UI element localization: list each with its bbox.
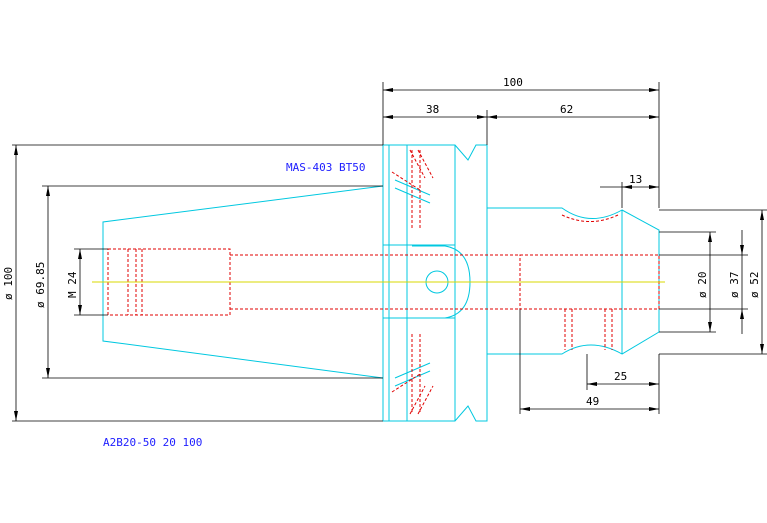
dim-dia-37: ø 37 bbox=[728, 272, 741, 299]
dim-pocket-length: 25 bbox=[614, 370, 627, 383]
part-label: A2B20-50 20 100 bbox=[103, 436, 202, 449]
dimension-arrows bbox=[14, 88, 764, 421]
dim-dia-52: ø 52 bbox=[748, 272, 761, 299]
dim-nose-length: 13 bbox=[629, 173, 642, 186]
model-label: MAS-403 BT50 bbox=[286, 161, 365, 174]
dim-thread-m24: M 24 bbox=[66, 271, 79, 298]
dim-shank-length: 62 bbox=[560, 103, 573, 116]
dim-flange-length: 38 bbox=[426, 103, 439, 116]
dim-dia-100: ø 100 bbox=[2, 267, 15, 300]
dim-dia-20: ø 20 bbox=[696, 272, 709, 299]
dim-dia-6985: ø 69.85 bbox=[34, 262, 47, 308]
hidden-lines bbox=[107, 149, 660, 415]
dim-overall-length: 100 bbox=[503, 76, 523, 89]
dimension-lines bbox=[12, 82, 767, 422]
dim-bore-depth: 49 bbox=[586, 395, 599, 408]
